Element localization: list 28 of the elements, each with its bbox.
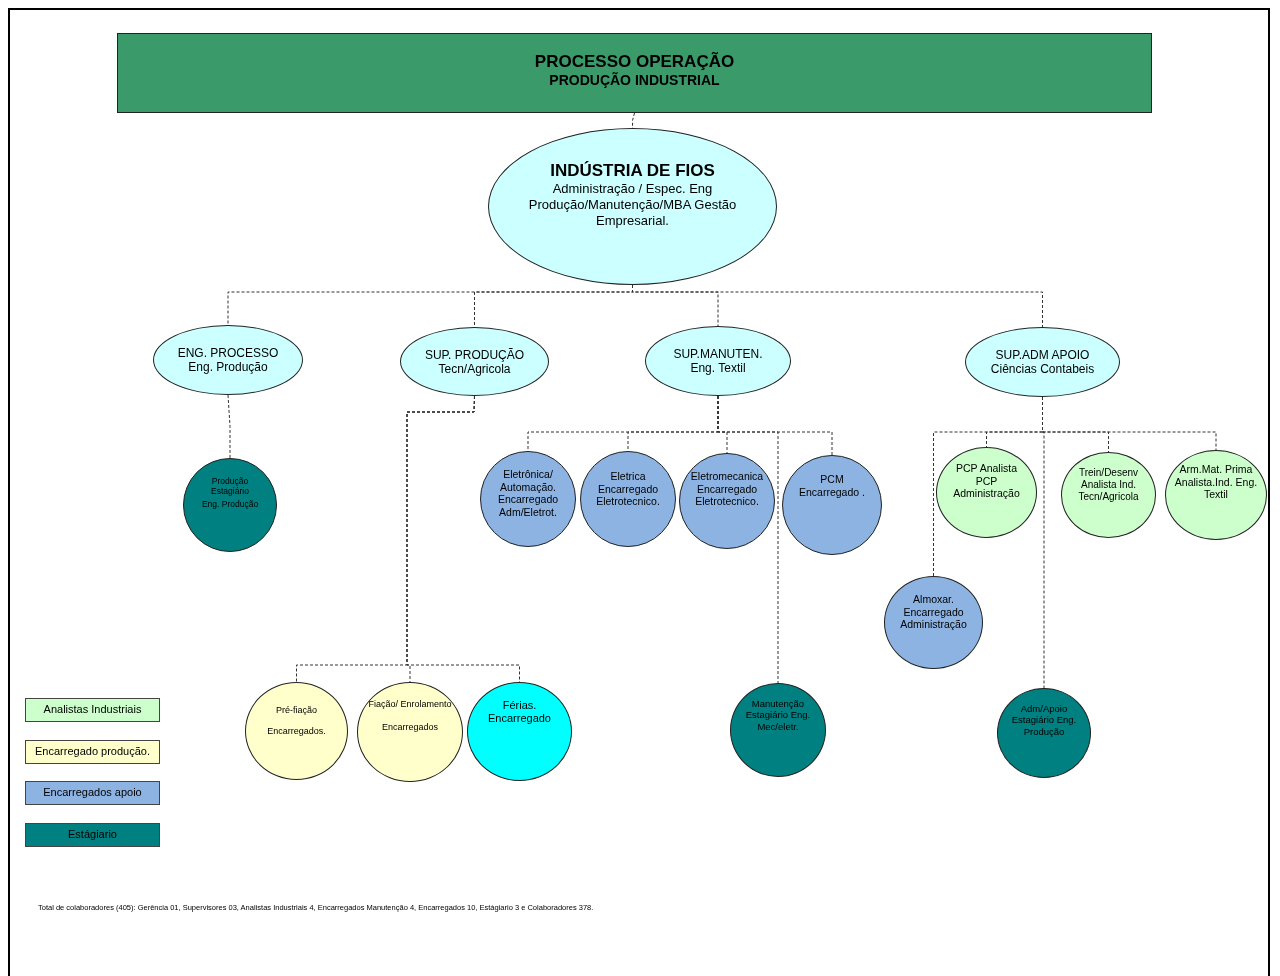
role-circle: Fiação/ Enrolamento Encarregados bbox=[357, 682, 463, 782]
connector-line bbox=[227, 394, 231, 459]
role-circle: Adm/Apoio Estagiário Eng. Produção bbox=[997, 688, 1091, 778]
role-circle: PCM Encarregado . bbox=[782, 455, 882, 555]
connector-line bbox=[717, 395, 779, 684]
role-circle: Almoxar. Encarregado Administração bbox=[884, 576, 983, 669]
role-ellipse: ENG. PROCESSO Eng. Produção bbox=[153, 325, 303, 395]
role-circle: Arm.Mat. Prima Analista.Ind. Eng. Textil bbox=[1165, 450, 1267, 540]
legend-item: Encarregado produção. bbox=[25, 740, 160, 764]
legend-item: Encarregados apoio bbox=[25, 781, 160, 805]
connector-line bbox=[406, 395, 520, 683]
role-circle: Eletromecanica Encarregado Eletrotecnico. bbox=[679, 453, 775, 549]
role-circle: Eletrica Encarregado Eletrotecnico. bbox=[580, 451, 676, 547]
role-ellipse: SUP. PRODUÇÃO Tecn/Agricola bbox=[400, 327, 549, 396]
role-circle: Eletrônica/ Automação. Encarregado Adm/Eletrot. bbox=[480, 451, 576, 547]
role-circle: Férias. Encarregado bbox=[467, 682, 572, 781]
role-circle: Manutenção Estagiário Eng. Mec/eletr. bbox=[730, 683, 826, 777]
role-ellipse: SUP.ADM APOIO Ciências Contabeis bbox=[965, 327, 1120, 397]
role-circle: Trein/Desenv Analista Ind. Tecn/Agricola bbox=[1061, 452, 1156, 538]
title-banner: PROCESSO OPERAÇÃO PRODUÇÃO INDUSTRIAL bbox=[117, 33, 1152, 113]
connector-line bbox=[632, 112, 635, 129]
legend-item: Estágiario bbox=[25, 823, 160, 847]
role-ellipse: SUP.MANUTEN. Eng. Textil bbox=[645, 326, 791, 396]
org-ellipse: INDÚSTRIA DE FIOS Administração / Espec. Eng Produção/Manutenção/MBA Gestão Empresarial. bbox=[488, 128, 777, 285]
role-circle: Pré-fiação Encarregados. bbox=[245, 682, 348, 780]
role-circle: Produção Estagiário Eng. Produção bbox=[183, 458, 277, 552]
legend-item: Analistas Industriais bbox=[25, 698, 160, 722]
role-circle: PCP Analista PCP Administração bbox=[936, 447, 1037, 538]
